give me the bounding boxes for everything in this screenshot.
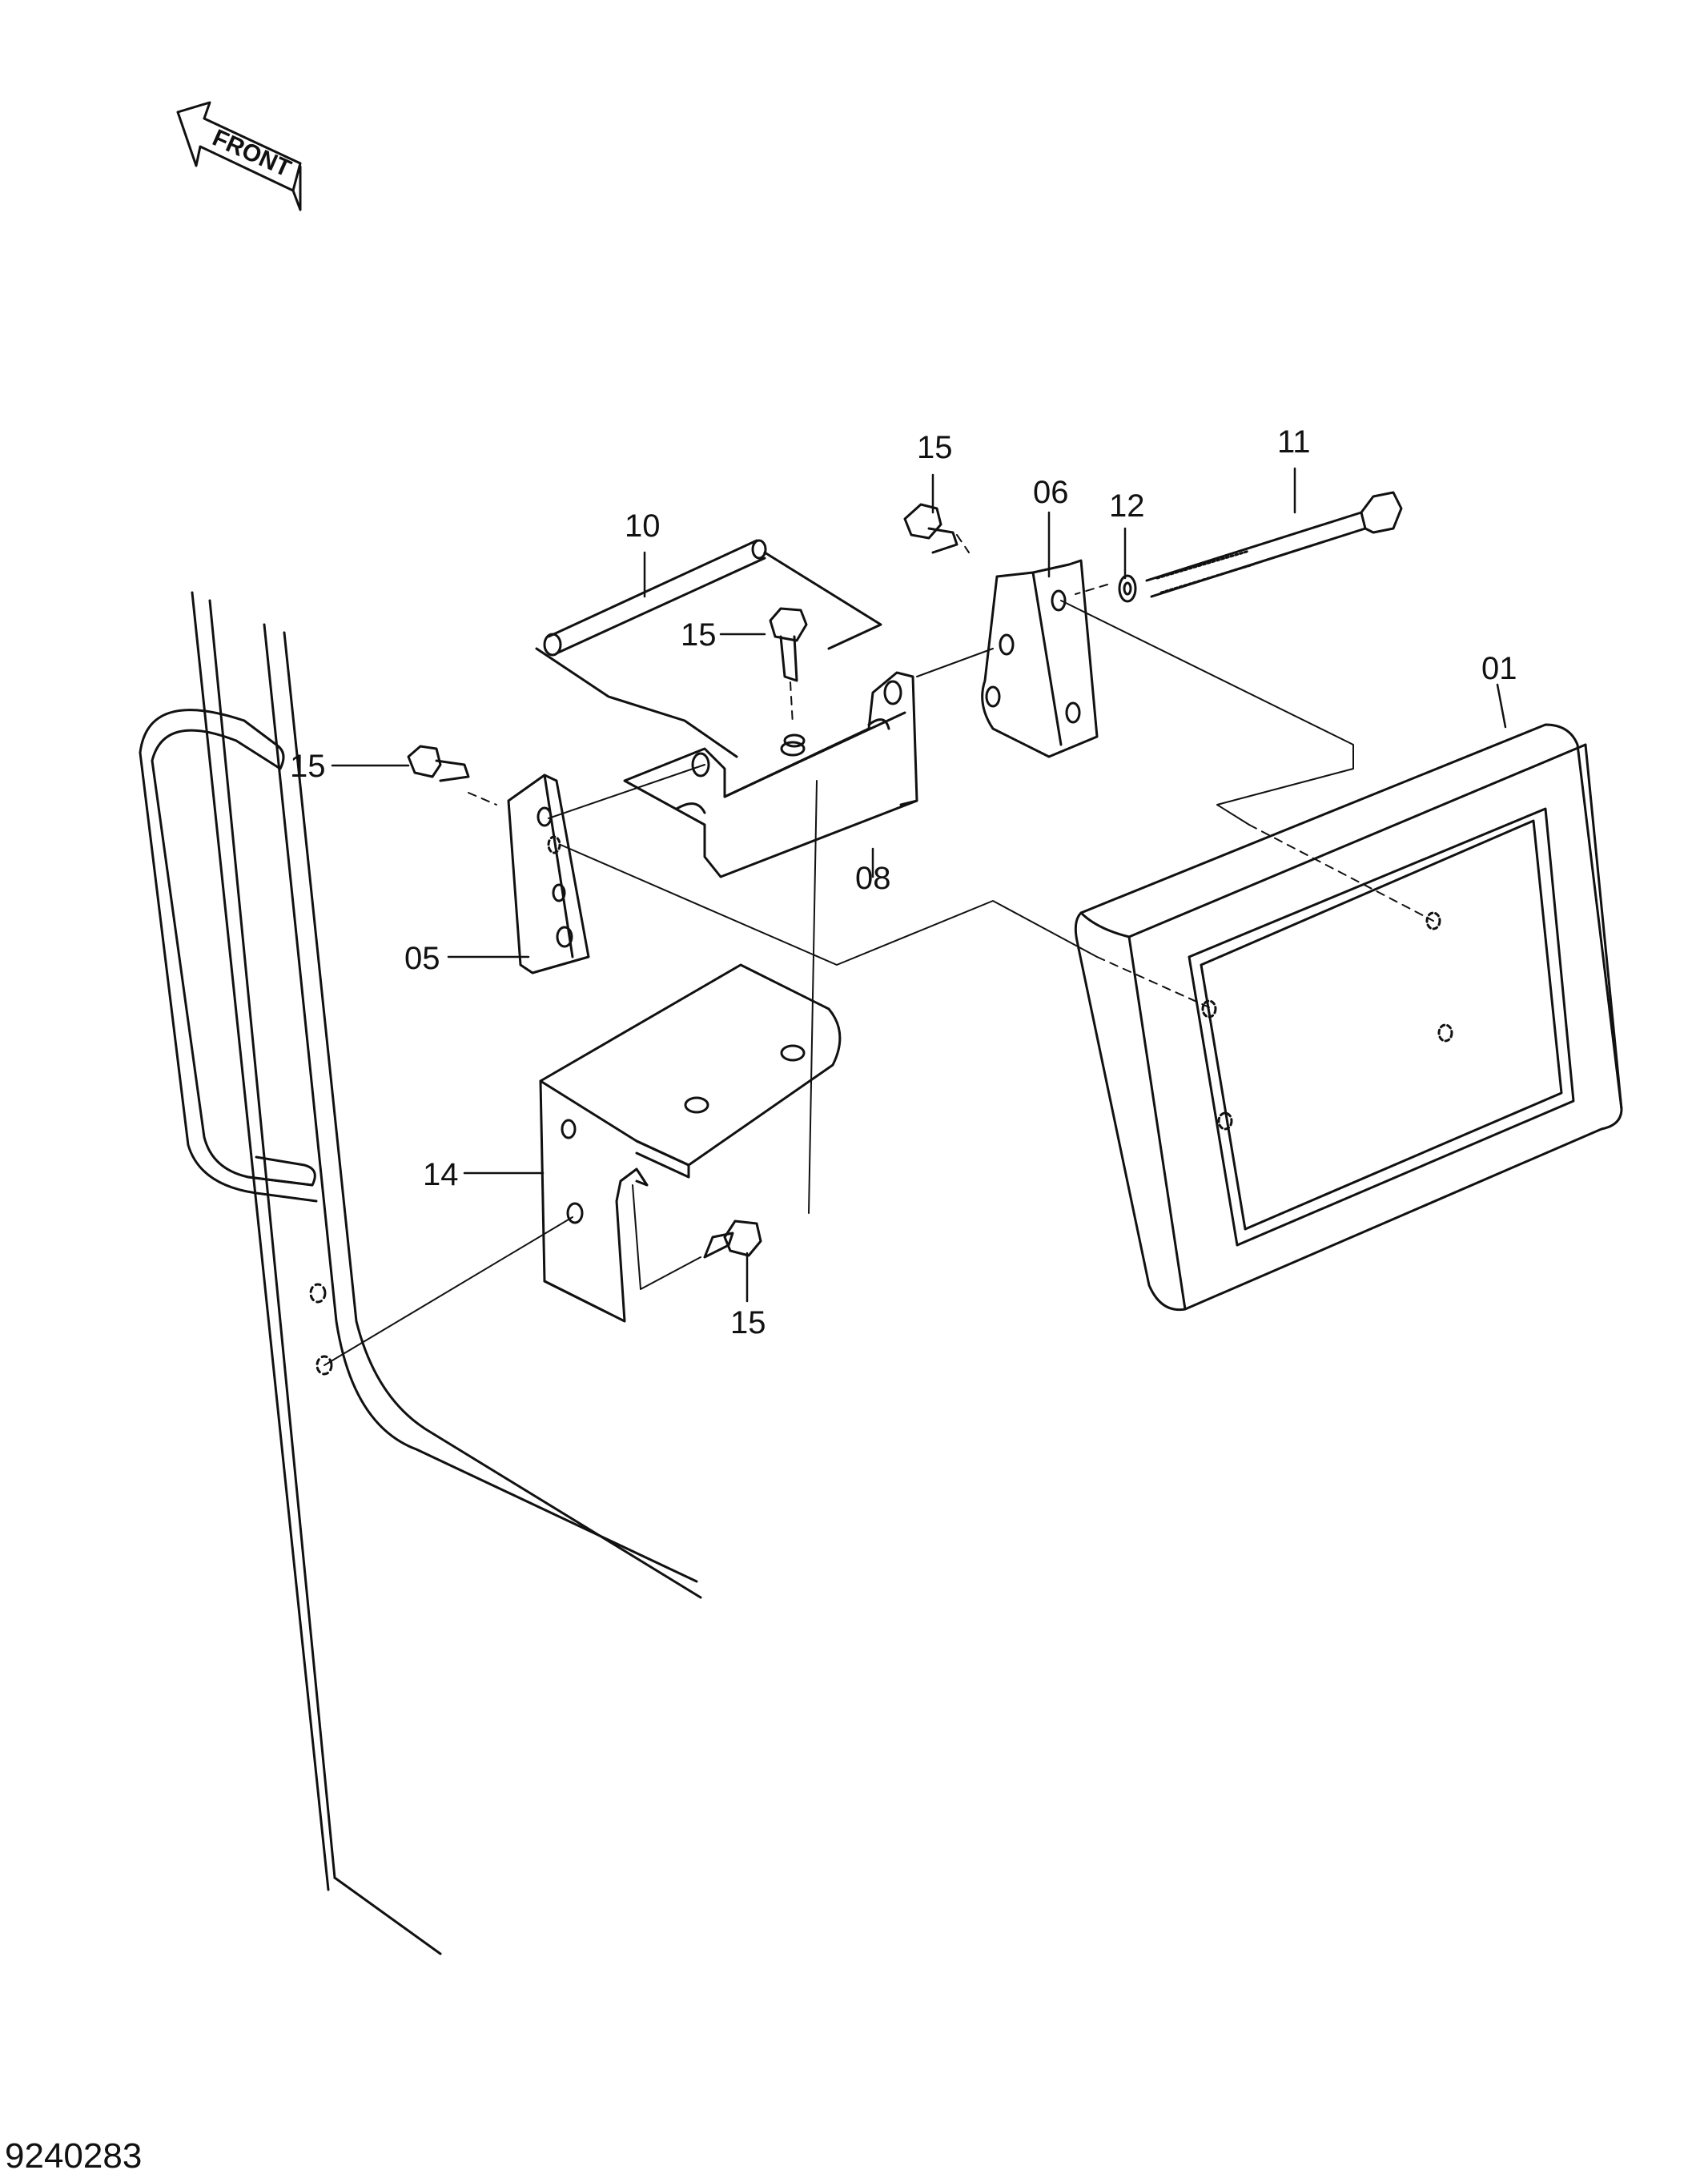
part-14-bracket [324, 963, 842, 1366]
label-01: 01 [1481, 651, 1517, 686]
part-11-bolt [1075, 491, 1403, 598]
screw-15-bottom [703, 1220, 762, 1259]
drawing-number: 9240283 [5, 2136, 143, 2176]
label-14: 14 [423, 1157, 459, 1192]
label-05: 05 [404, 941, 440, 976]
callout-labels: 10 15 06 12 11 15 15 08 05 01 14 15 [290, 424, 1517, 1340]
label-10: 10 [625, 508, 661, 544]
label-15-d: 15 [730, 1305, 766, 1340]
label-08: 08 [855, 861, 891, 896]
leader-lines [331, 467, 1507, 1303]
screw-15-center [769, 607, 808, 748]
part-10-rod [535, 539, 882, 758]
label-15-c: 15 [290, 749, 326, 784]
part-08-bracket [623, 671, 918, 1214]
front-arrow-icon: FRONT [176, 101, 302, 211]
screw-15-top [903, 503, 970, 554]
part-06-plate [916, 559, 1354, 826]
label-11: 11 [1277, 424, 1311, 460]
label-15-a: 15 [917, 430, 953, 465]
door-frame [139, 591, 702, 1955]
part-01-frame [1074, 723, 1623, 1312]
label-15-b: 15 [681, 617, 717, 653]
part-05-plate [468, 764, 1098, 974]
label-06: 06 [1033, 475, 1069, 510]
screw-15-left [407, 745, 470, 782]
label-12: 12 [1109, 488, 1145, 524]
part-12-washer [1118, 574, 1137, 603]
front-label: FRONT [208, 125, 295, 183]
